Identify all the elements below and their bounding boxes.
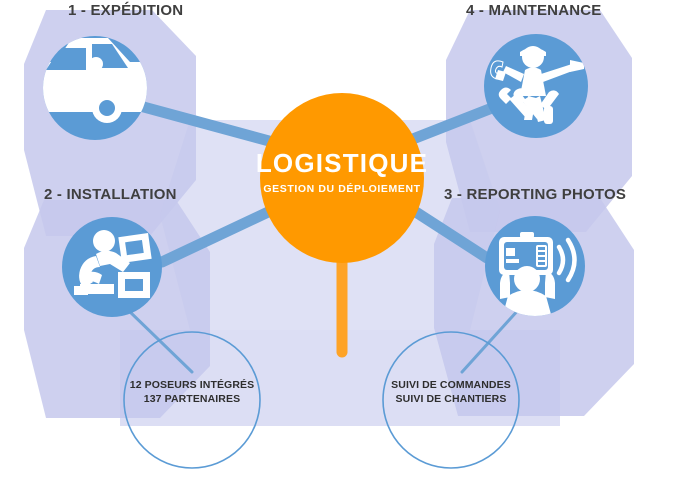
ring-suivi-line1: SUIVI DE COMMANDES: [391, 379, 511, 391]
ring-label-suivi: SUIVI DE COMMANDES SUIVI DE CHANTIERS: [391, 378, 511, 406]
node-maintenance[interactable]: [484, 34, 588, 138]
node-reporting-photos[interactable]: [485, 216, 585, 318]
center-title-subtitle: GESTION DU DÉPLOIEMENT: [263, 183, 421, 195]
ring-poseurs-line1: 12 POSEURS INTÉGRÉS: [129, 379, 255, 391]
ring-poseurs-line2: 137 PARTENAIRES: [143, 393, 241, 406]
ring-poseurs[interactable]: [123, 331, 261, 469]
delivery-van-icon: [43, 38, 147, 123]
center-hub[interactable]: [260, 93, 424, 263]
ring-suivi[interactable]: [382, 331, 520, 469]
center-title-main: LOGISTIQUE: [255, 148, 429, 178]
node-installation[interactable]: [62, 217, 162, 317]
node-expedition[interactable]: [8, 36, 150, 140]
ring-label-poseurs: 12 POSEURS INTÉGRÉS 137 PARTENAIRES: [130, 378, 254, 406]
center-hub-text: LOGISTIQUE GESTION DU DÉPLOIEMENT: [256, 148, 428, 195]
installer-panels-icon: [74, 230, 152, 298]
camera-broadcast-icon: [499, 232, 577, 316]
worker-tools-icon: [490, 46, 584, 124]
ring-suivi-line2: SUIVI DE CHANTIERS: [395, 393, 507, 406]
